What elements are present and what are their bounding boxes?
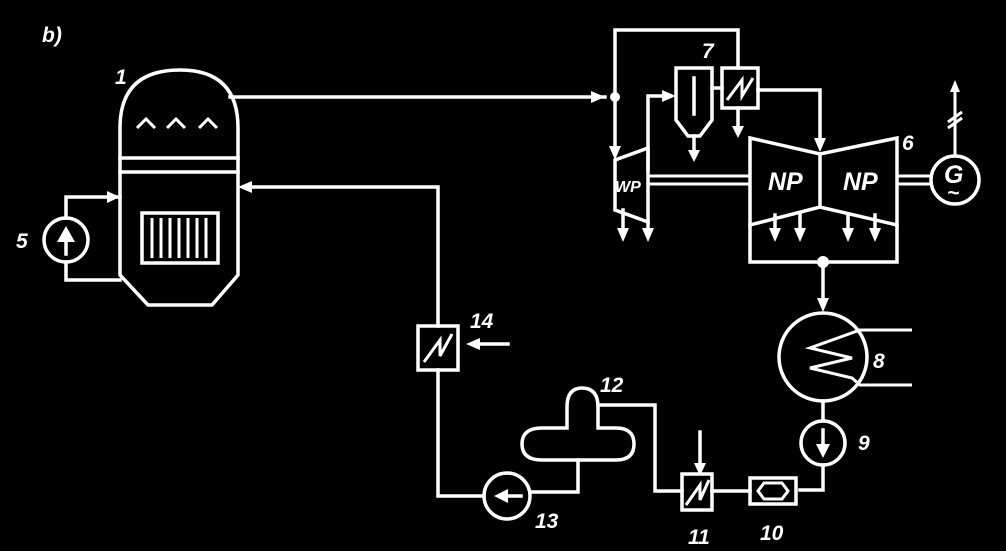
shaft-lp-generator [897, 174, 930, 186]
shaft-hp-lp [648, 174, 750, 186]
recirc-arrow [107, 191, 120, 203]
hp-heater-coil [422, 333, 454, 363]
lp-turbine: NP NP 6 [748, 132, 914, 312]
label-hp-heater: 14 [470, 310, 494, 333]
hp-turbine-label: WP [615, 179, 641, 196]
feedwater-return-line [250, 185, 440, 328]
reheater-body [720, 66, 760, 110]
hp-heater: 14 [238, 181, 510, 372]
ejector-element [756, 481, 790, 501]
reactor-steam-marks [135, 116, 219, 130]
reactor: 1 [115, 66, 240, 307]
lp-extraction-arrow-3 [842, 228, 854, 242]
label-ejector: 10 [760, 522, 784, 545]
reheated-steam-arrow [814, 138, 826, 152]
three-phase-marks [947, 110, 963, 130]
deaerator-to-feedpump [528, 458, 580, 494]
label-deaerator: 12 [600, 374, 624, 397]
hp-heater-body [416, 324, 460, 372]
hp-extraction-arrow-1 [617, 228, 629, 242]
label-feed-pump: 13 [535, 510, 559, 533]
recirc-line-bottom [64, 260, 122, 282]
separator-inlet-arrow [662, 90, 676, 102]
generator-ac: ~ [947, 182, 959, 205]
reheater-drain-arrow [732, 126, 744, 138]
lp-heater: 11 [596, 403, 714, 549]
feed-pump-arrow [494, 489, 508, 503]
circulation-pump: 5 [16, 191, 122, 282]
hp-extraction-arrow-2 [642, 228, 654, 242]
separator-reheater: 7 [646, 40, 826, 172]
lp-extraction-arrow-1 [769, 228, 781, 242]
lp-extraction-arrow-4 [869, 228, 881, 242]
condenser: 8 [777, 311, 912, 422]
lp-turbine-label-1: NP [768, 168, 803, 196]
separator-body [674, 66, 714, 138]
main-steam-arrow [591, 91, 605, 103]
separator-drain-arrow [688, 150, 700, 162]
recirc-line-top [64, 195, 122, 220]
label-reactor: 1 [115, 66, 127, 89]
reactor-vessel [118, 170, 240, 307]
lp-heater-steam-arrow [694, 463, 706, 476]
feed-pump: 13 [436, 368, 559, 533]
lp-turbine-label-2: NP [843, 168, 878, 196]
lp-heater-coil [684, 479, 711, 506]
reactor-dome [118, 68, 240, 160]
label-separator: 7 [702, 40, 715, 63]
hp-heater-steam-arrow [466, 338, 480, 350]
feedwater-return-arrow [238, 181, 252, 193]
cond-pump-arrow [816, 444, 830, 458]
reheater-coil [725, 75, 755, 102]
reactor-core [140, 211, 220, 265]
exhaust-to-condenser-arrow [817, 298, 829, 312]
ejector-cooler: 10 [710, 476, 798, 545]
reactor-fuel-rods [150, 218, 208, 258]
hp-turbine: WP [613, 145, 654, 242]
steam-to-hp-arrow [609, 146, 621, 160]
steam-loop-to-reheater [613, 28, 740, 99]
ejector-body [748, 476, 798, 506]
label-cond-pump: 9 [858, 432, 870, 455]
reactor-flange [118, 156, 240, 174]
lp-extraction-arrow-2 [794, 228, 806, 242]
deaerator: 12 [520, 374, 636, 494]
generator-output-arrow [950, 80, 960, 92]
hp-exhaust-to-separator [646, 94, 665, 172]
label-generator-no: 6 [902, 132, 914, 155]
cond-pump-to-ejector [798, 463, 825, 492]
cooling-water-coil [804, 328, 912, 387]
label-condenser: 8 [873, 350, 885, 373]
generator: G ~ [929, 80, 981, 206]
figure-tag: b) [42, 24, 62, 47]
label-lp-heater: 11 [688, 526, 710, 549]
deaerator-body [520, 386, 636, 462]
feedpump-to-hp-heater [436, 368, 486, 498]
recirc-pump-arrow [57, 226, 75, 242]
reheated-steam-line [756, 88, 822, 142]
condenser-body [777, 311, 869, 403]
condensate-pump: 9 [798, 419, 870, 492]
lp-extraction-lines [773, 213, 877, 232]
heater-to-deaerator [596, 403, 684, 493]
generator-letter: G [944, 161, 963, 189]
label-circ-pump: 5 [16, 230, 28, 253]
